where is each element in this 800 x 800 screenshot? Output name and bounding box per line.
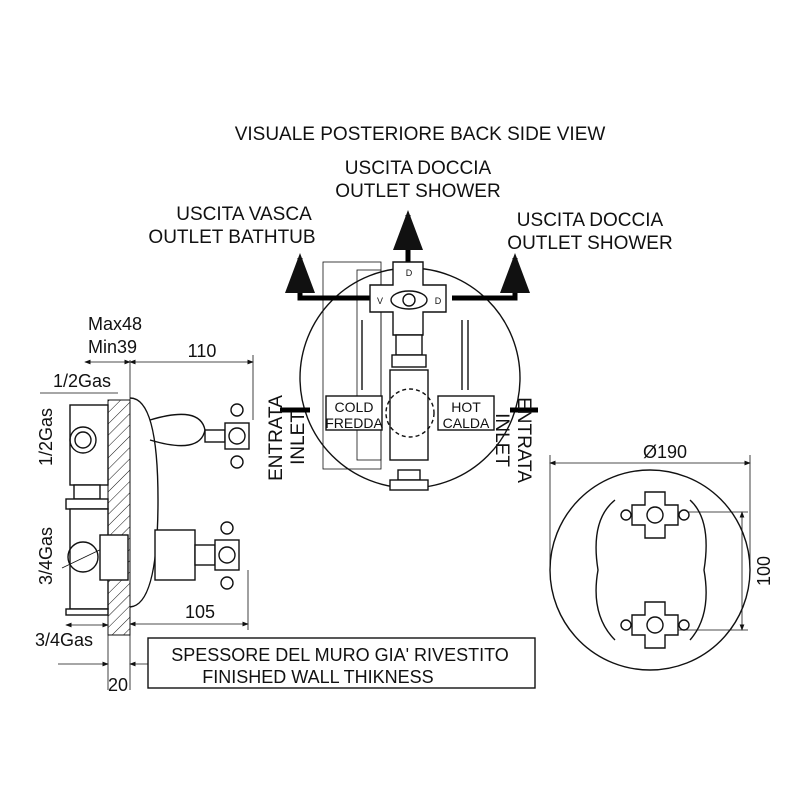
left-outlet-it: USCITA VASCA (176, 204, 312, 225)
top-gas: 1/2Gas (53, 371, 111, 391)
note-box (147, 637, 536, 689)
center-outlet-it: USCITA DOCCIA (345, 158, 492, 179)
center-outlet-en: OUTLET SHOWER (335, 181, 500, 202)
depth-105: 105 (185, 602, 215, 622)
front-view (549, 455, 751, 671)
note-line-2: FINISHED WALL THIKNESS (202, 667, 433, 687)
right-outlet-en: OUTLET SHOWER (507, 233, 672, 254)
left-inlet-it: ENTRATA (266, 395, 287, 481)
bottom-gas: 3/4Gas (35, 630, 93, 650)
lower-vertical-gas: 3/4Gas (36, 527, 56, 585)
max-depth: Max48 (88, 314, 142, 334)
right-outlet-it: USCITA DOCCIA (517, 210, 664, 231)
calda-label: CALDA (443, 415, 490, 431)
upper-handle (620, 491, 690, 539)
lower-handle (620, 601, 690, 649)
right-inlet-en: INLET (491, 413, 512, 467)
diverter-label-left: V (377, 296, 383, 306)
note-line-1: SPESSORE DEL MURO GIA' RIVESTITO (171, 645, 509, 665)
wall-20: 20 (108, 675, 128, 695)
right-inlet-it: ENTRATA (513, 397, 534, 483)
upper-vertical-gas: 1/2Gas (36, 408, 56, 466)
view-title: VISUALE POSTERIORE BACK SIDE VIEW (235, 124, 606, 145)
back-view: D V D COLD FREDDA HOT CALDA (280, 210, 538, 491)
fredda-label: FREDDA (325, 415, 383, 431)
cold-label: COLD (335, 399, 374, 415)
side-view (40, 355, 254, 690)
diverter-label-top: D (406, 268, 413, 278)
min-depth: Min39 (88, 337, 137, 357)
spacing-100: 100 (754, 556, 774, 586)
diverter-label-right: D (435, 296, 442, 306)
depth-110: 110 (188, 341, 217, 361)
left-outlet-en: OUTLET BATHTUB (148, 227, 315, 248)
diameter-190: Ø190 (643, 442, 687, 462)
left-inlet-en: INLET (288, 411, 309, 465)
hot-label: HOT (451, 399, 481, 415)
